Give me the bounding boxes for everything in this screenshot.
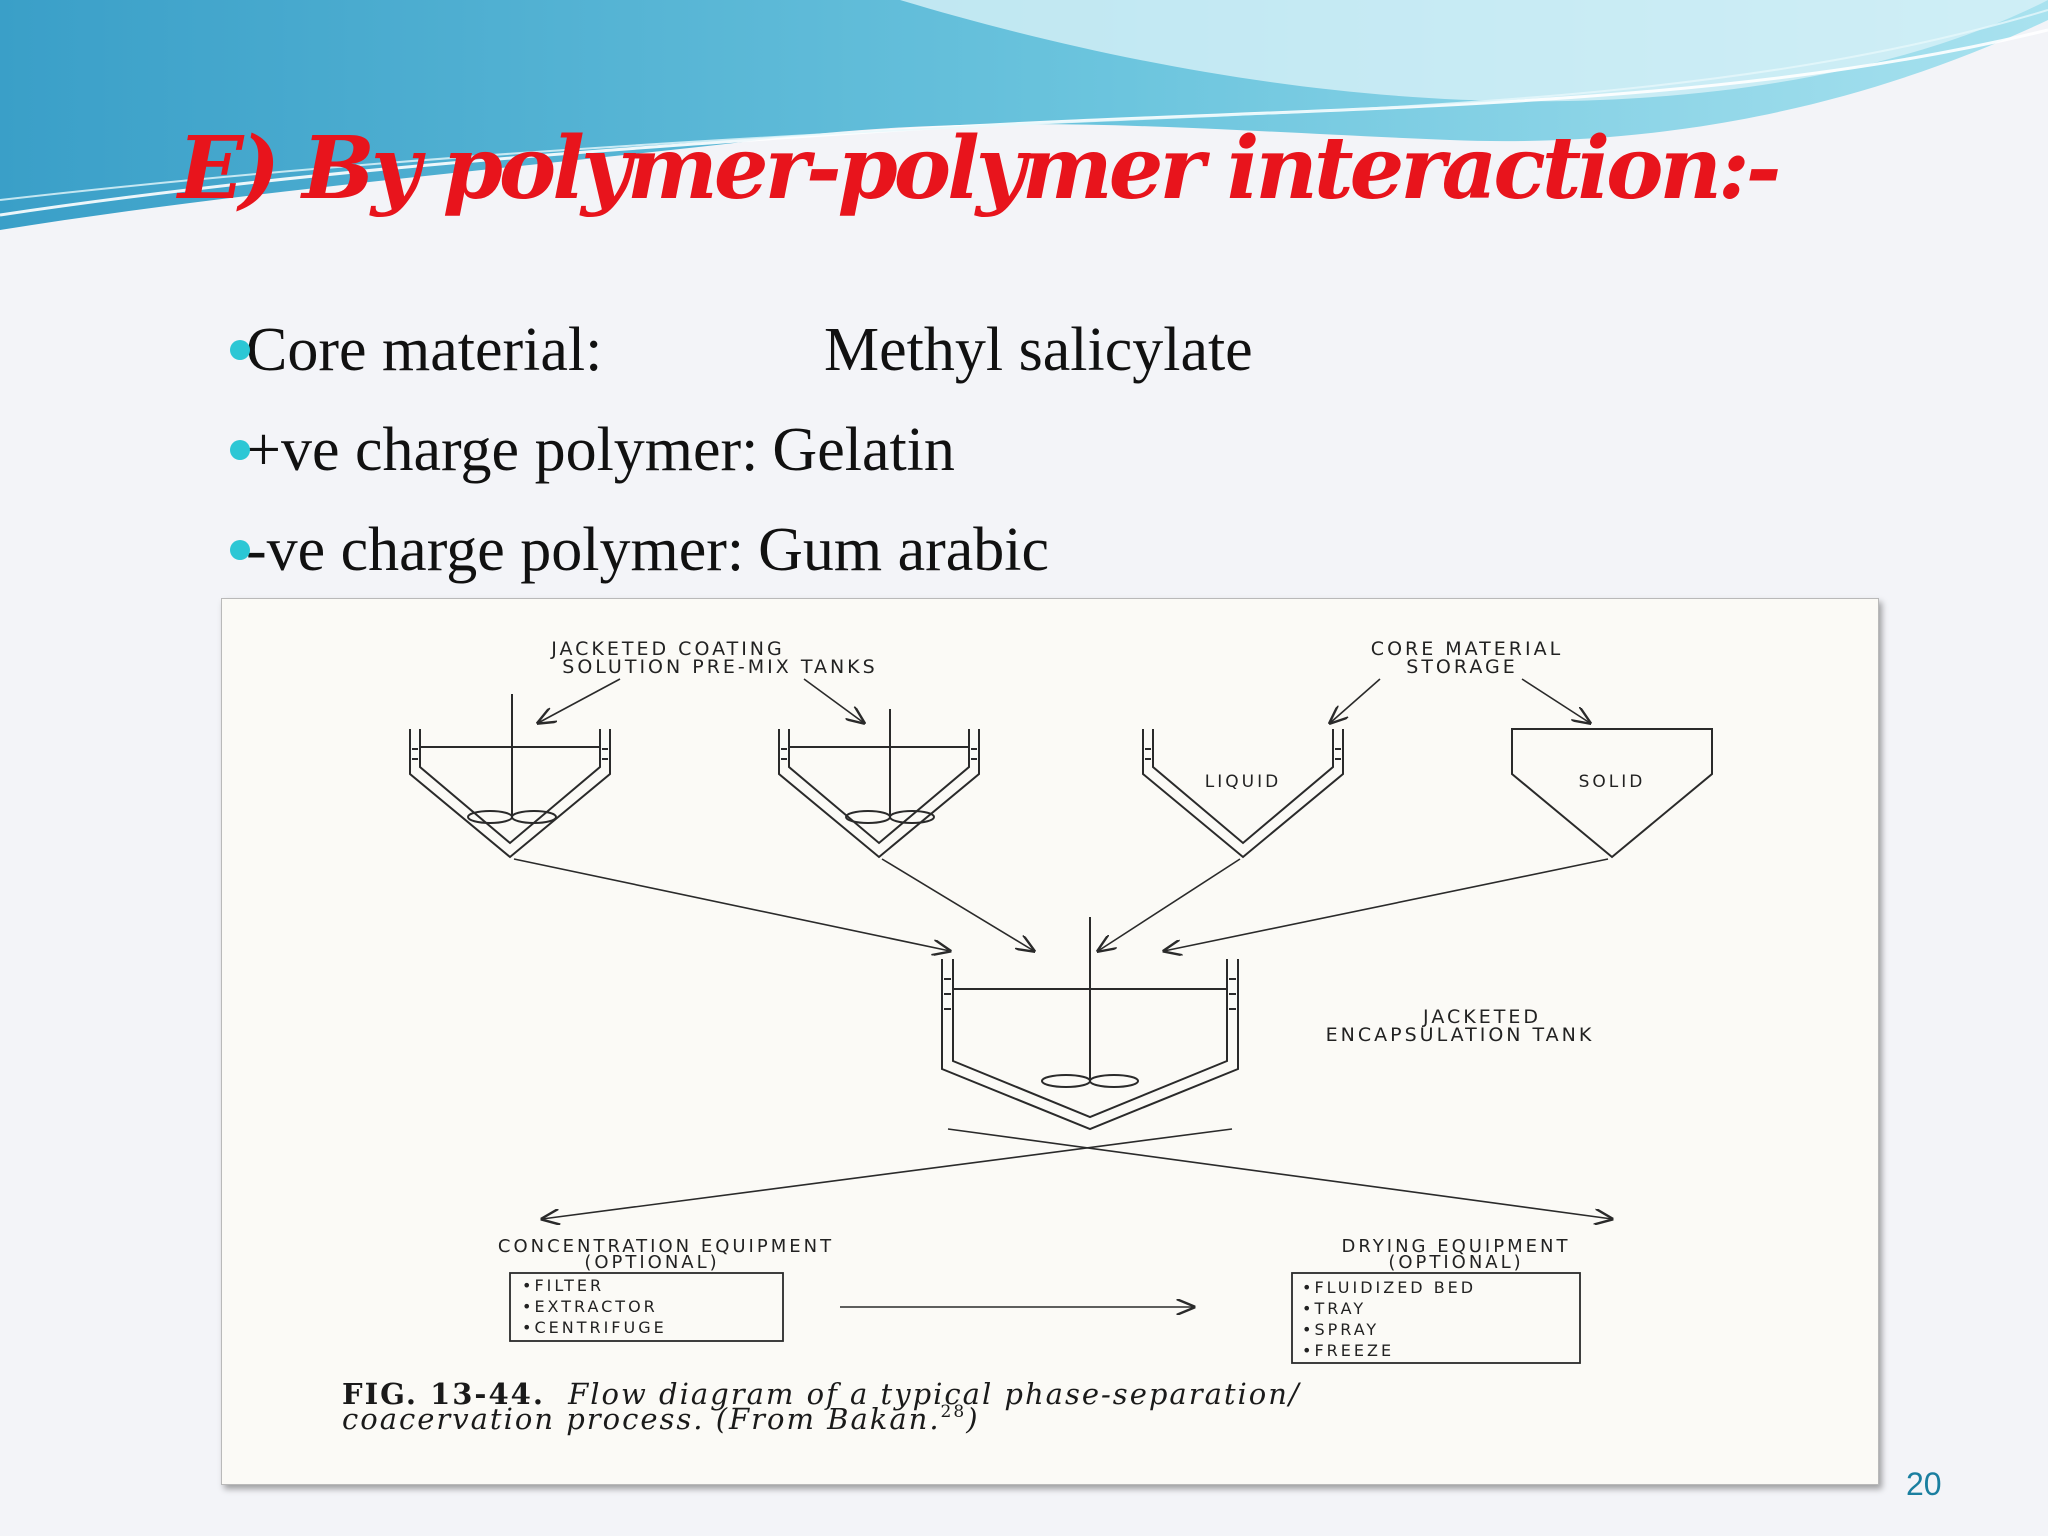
figure-caption-line1: FIG. 13-44. Flow diagram of a typical ph… — [342, 1377, 1302, 1411]
flow-arrow-to-concentration — [542, 1128, 1233, 1219]
bullet-label: Core material: — [246, 315, 603, 384]
bullet-positive-polymer: +ve charge polymer:Gelatin — [230, 400, 1253, 500]
encap-label-line2: ENCAPSULATION TANK — [1326, 1024, 1595, 1046]
bullet-label: +ve charge polymer: — [246, 415, 759, 484]
concentration-label-line2: (OPTIONAL) — [584, 1252, 719, 1273]
figure-caption-text2: coacervation process. (From Bakan. — [342, 1402, 941, 1436]
liquid-label: LIQUID — [1205, 772, 1281, 792]
flow-diagram-figure: JACKETED COATING SOLUTION PRE-MIX TANKS … — [221, 598, 1879, 1485]
drying-label-line2: (OPTIONAL) — [1388, 1252, 1523, 1273]
solid-label: SOLID — [1579, 772, 1646, 792]
bullet-value: Gelatin — [772, 415, 955, 484]
premix-label-line1: JACKETED COATING — [550, 638, 785, 660]
premix-label-line2: SOLUTION PRE-MIX TANKS — [562, 656, 877, 678]
drying-item: •FLUIDIZED BED — [1302, 1278, 1476, 1297]
core-storage-label-line2: STORAGE — [1406, 656, 1517, 678]
flow-diagram: JACKETED COATING SOLUTION PRE-MIX TANKS … — [342, 638, 1713, 1436]
premix-pointer-arrow-left — [538, 678, 621, 723]
drying-item: •FREEZE — [1302, 1341, 1394, 1360]
header-wave-decoration — [0, 0, 2048, 230]
core-pointer-arrow-right — [1521, 678, 1590, 723]
page-number: 20 — [1906, 1466, 1942, 1502]
encapsulation-tank — [941, 917, 1239, 1131]
solid-core-tank — [1511, 728, 1713, 859]
flow-arrow-tank2-to-encap — [881, 858, 1034, 951]
slide-title: E) By polymer-polymer interaction:- — [178, 118, 1781, 219]
drying-item: •SPRAY — [1302, 1320, 1379, 1339]
drying-label-line1: DRYING EQUIPMENT — [1342, 1236, 1571, 1257]
premix-pointer-arrow-right — [803, 678, 864, 723]
bullet-negative-polymer: -ve charge polymer:Gum arabic — [230, 500, 1253, 600]
concentration-label-line1: CONCENTRATION EQUIPMENT — [498, 1236, 834, 1257]
flow-arrow-liquid-to-encap — [1098, 858, 1241, 951]
premix-tank-1 — [409, 694, 611, 859]
flow-arrow-to-drying — [947, 1128, 1612, 1219]
figure-caption-ref: 28 — [941, 1402, 967, 1422]
bullet-dot-icon — [230, 340, 250, 360]
encap-label-line1: JACKETED — [1422, 1006, 1541, 1028]
flow-arrow-tank1-to-encap — [513, 858, 950, 951]
figure-caption-line2: coacervation process. (From Bakan.28) — [342, 1402, 980, 1436]
core-pointer-arrow-left — [1330, 678, 1381, 723]
bullet-label: -ve charge polymer: — [246, 515, 745, 584]
concentration-item: •EXTRACTOR — [522, 1297, 658, 1316]
figure-caption-end: ) — [965, 1402, 979, 1436]
concentration-options-box — [509, 1272, 784, 1342]
bullet-dot-icon — [230, 540, 250, 560]
bullet-dot-icon — [230, 440, 250, 460]
liquid-core-tank — [1142, 729, 1344, 859]
concentration-item: •FILTER — [522, 1276, 604, 1295]
figure-caption-text1: Flow diagram of a typical phase-separati… — [567, 1377, 1302, 1411]
concentration-item: •CENTRIFUGE — [522, 1318, 667, 1337]
flow-arrow-solid-to-encap — [1164, 858, 1609, 951]
core-storage-label-line1: CORE MATERIAL — [1371, 638, 1563, 660]
bullet-value: Methyl salicylate — [824, 315, 1253, 384]
premix-tank-2 — [778, 709, 980, 859]
bullet-value: Gum arabic — [758, 515, 1050, 584]
bullet-core-material: Core material: Methyl salicylate — [230, 300, 1253, 400]
drying-item: •TRAY — [1302, 1299, 1366, 1318]
bullet-list: Core material: Methyl salicylate +ve char… — [230, 300, 1253, 600]
drying-options-box — [1291, 1272, 1581, 1364]
figure-caption-number: FIG. 13-44. — [342, 1377, 545, 1411]
